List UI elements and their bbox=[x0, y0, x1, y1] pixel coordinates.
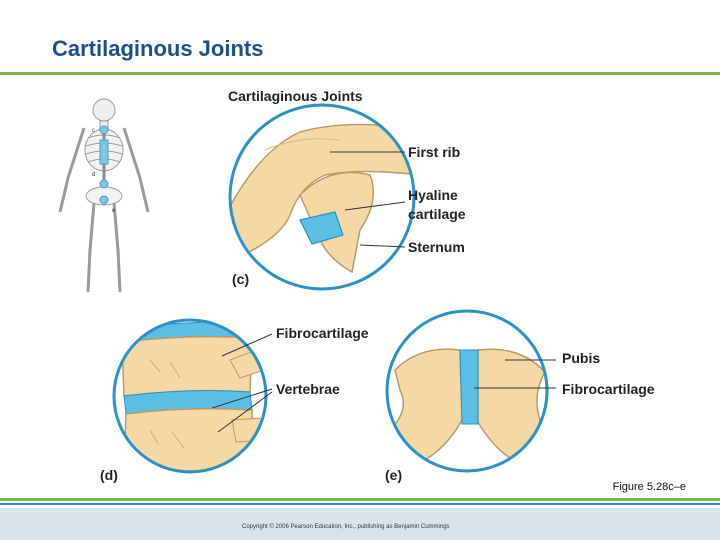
svg-text:c: c bbox=[92, 128, 95, 134]
footer-divider-green bbox=[0, 498, 720, 501]
footer-band bbox=[0, 508, 720, 540]
panel-d-vertebral-joint: Fibrocartilage Vertebrae (d) bbox=[100, 318, 369, 483]
label-pubis: Pubis bbox=[562, 350, 600, 366]
panel-label-d: (d) bbox=[100, 467, 118, 483]
label-sternum: Sternum bbox=[408, 239, 465, 255]
footer-divider-blue bbox=[0, 503, 720, 505]
label-vertebrae: Vertebrae bbox=[276, 381, 340, 397]
copyright-notice: Copyright © 2006 Pearson Education, Inc.… bbox=[242, 524, 450, 530]
label-hyaline-cartilage: cartilage bbox=[408, 206, 466, 222]
title-divider bbox=[0, 72, 720, 75]
label-d-fibrocartilage: Fibrocartilage bbox=[276, 325, 369, 341]
panel-label-c: (c) bbox=[232, 271, 249, 287]
figure-heading: Cartilaginous Joints bbox=[228, 88, 363, 104]
panel-e-pubic-symphysis: Pubis Fibrocartilage (e) bbox=[385, 309, 655, 483]
label-e-fibrocartilage: Fibrocartilage bbox=[562, 381, 655, 397]
skeleton-figure: c d e bbox=[58, 98, 150, 293]
panel-c-sternum-joint: First rib Hyaline cartilage Sternum (c) bbox=[228, 103, 466, 291]
panel-label-e: (e) bbox=[385, 467, 402, 483]
svg-text:d: d bbox=[92, 172, 95, 178]
label-first-rib: First rib bbox=[408, 144, 460, 160]
slide-title: Cartilaginous Joints bbox=[52, 36, 264, 61]
label-hyaline: Hyaline bbox=[408, 187, 458, 203]
figure-reference: Figure 5.28c–e bbox=[612, 481, 686, 493]
svg-text:e: e bbox=[112, 208, 116, 214]
